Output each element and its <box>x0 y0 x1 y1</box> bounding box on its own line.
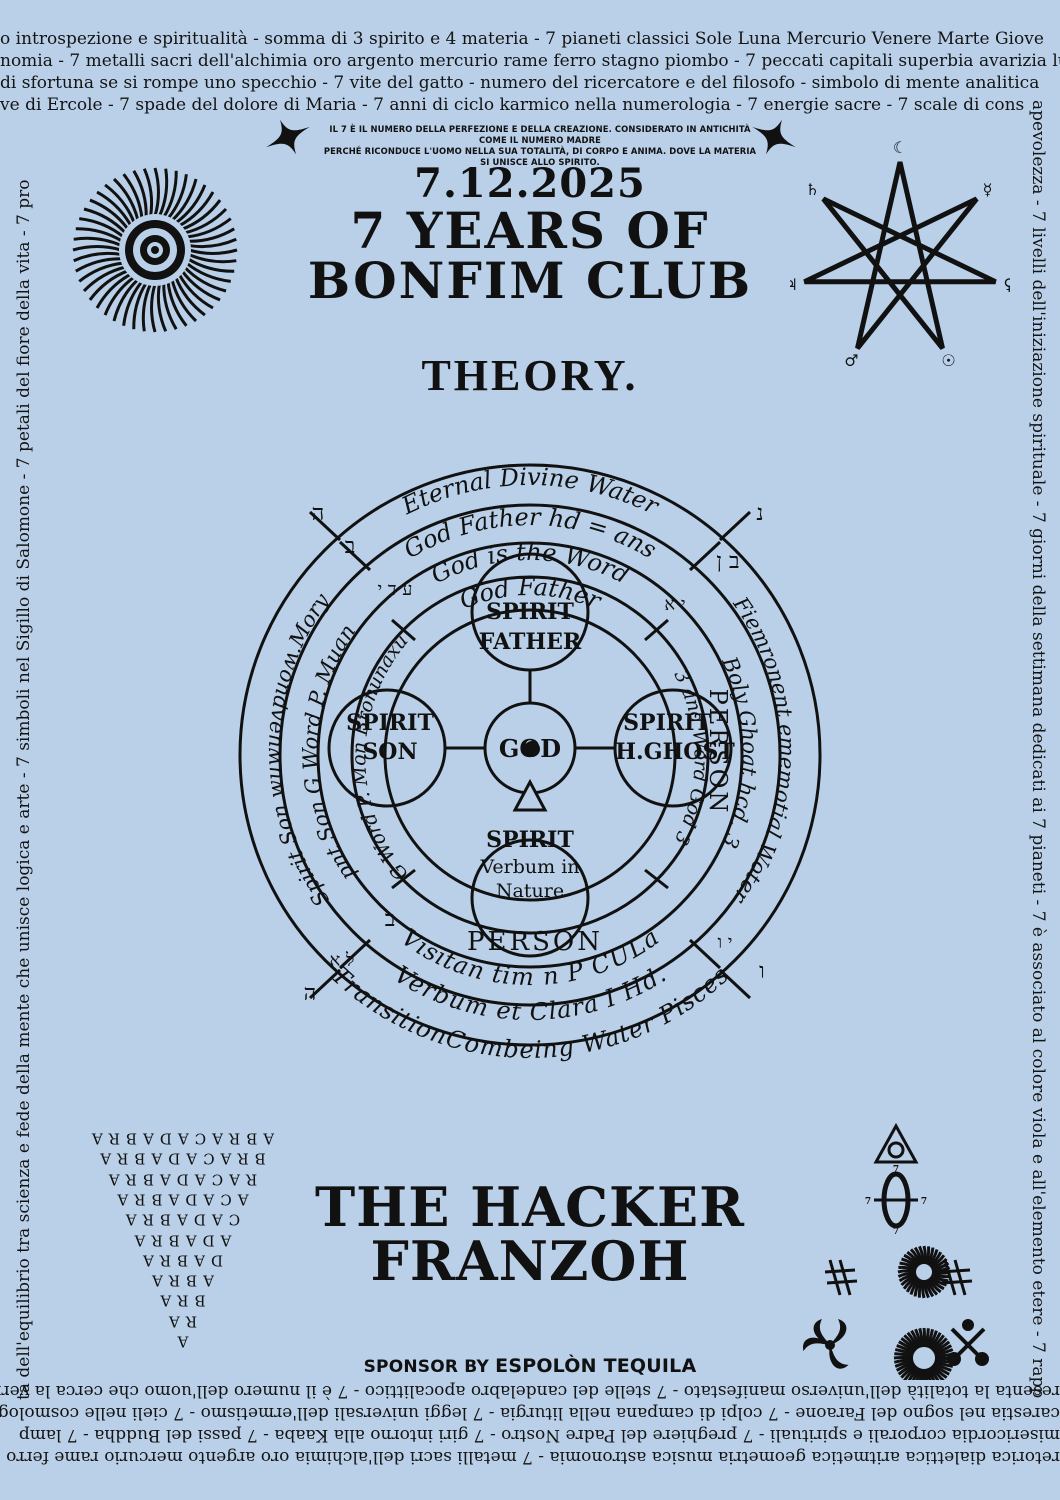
hash-sigil-right-icon <box>939 1259 973 1296</box>
event-date: 7.12.2025 <box>414 160 646 207</box>
intro-line-1: IL 7 È IL NUMERO DELLA PERFEZIONE E DELL… <box>329 124 751 145</box>
hebrew-glyph-11: ה <box>304 981 317 1006</box>
occult-symbols-cluster: 7 7 7 7 <box>803 1122 989 1380</box>
header-text-band-3: di sfortuna se si rompe uno specchio - 7… <box>0 73 1040 93</box>
hash-sigil-left-icon <box>824 1259 858 1296</box>
sponsor-line: SPONSOR BY ESPOLÒN TEQUILA <box>0 1355 1060 1377</box>
black-sun-icon <box>72 167 238 333</box>
spirit-hghost-line-2: H.GHOST <box>615 739 735 765</box>
seven-label-right: 7 <box>921 1197 927 1207</box>
spirit-father-line-2: FATHER <box>479 629 582 655</box>
header-text-band-2: nomia - 7 metalli sacri dell'alchimia or… <box>0 51 1060 71</box>
header-text-band-1: o introspezione e spiritualità - somma d… <box>0 29 1044 49</box>
person-right-label: PERSON <box>704 689 732 816</box>
planet-symbol: ☿ <box>983 180 993 199</box>
spirit-son-line-1: SPIRIT <box>346 710 434 736</box>
theory-diagram: Eternal Divine Water God Father hd = aпs… <box>238 463 822 1064</box>
intro-text: IL 7 È IL NUMERO DELLA PERFEZIONE E DELL… <box>320 124 760 168</box>
abra-row: ABRACADABRA <box>85 1129 275 1148</box>
planet-symbol: ☉ <box>941 351 955 370</box>
sparkle-star-right-icon <box>752 119 796 155</box>
headliner-line-2: FRANZOH <box>370 1229 690 1293</box>
planet-symbol: ♄ <box>805 180 819 199</box>
ring-2-left-text: Spirit Son wuwuəʌpuoʍ.Mory <box>261 588 335 911</box>
hebrew-glyph-8: ו <box>759 959 765 984</box>
footer-text-band-3: misericordia corporali e spirituali - 7 … <box>18 1425 1060 1445</box>
headliner-line-1: THE HACKER <box>314 1175 746 1239</box>
hebrew-glyph-3: ע ד י <box>377 579 412 600</box>
sparkle-star-left-icon <box>266 119 310 155</box>
header-text-band-4: ve di Ercole - 7 spade del dolore di Mar… <box>0 95 1025 115</box>
spirit-father-line-1: SPIRIT <box>486 599 574 625</box>
footer-text-band-2: carestia nel sogno del Faraone - 7 colpi… <box>0 1403 1060 1423</box>
planet-symbol: ☾ <box>893 140 907 157</box>
footer-text-band-1: resenta la totalità dell'universo manife… <box>0 1381 1060 1401</box>
spirit-bottom-line-2: Verbum in <box>479 856 579 878</box>
triskelion-icon <box>803 1319 849 1369</box>
planet-symbol: ♂ <box>844 351 858 370</box>
sponsor-prefix: SPONSOR BY <box>363 1357 496 1377</box>
hebrew-glyph-4: י א <box>664 594 685 615</box>
title-line-1: 7 YEARS OF <box>350 201 710 260</box>
hebrew-glyph-9: ל א <box>330 950 355 971</box>
abra-row: BRACADABRA <box>94 1149 266 1168</box>
sunburst-small-icon <box>897 1245 951 1299</box>
abra-row: RA <box>162 1311 198 1330</box>
intro-line-2: PERCHÉ RICONDUCE L'UOMO NELLA SUA TOTALI… <box>323 146 757 167</box>
hebrew-glyph-7: י ו <box>717 932 732 953</box>
planet-symbol: ♀ <box>1003 275 1010 294</box>
seven-label-left: 7 <box>865 1197 871 1207</box>
spirit-bottom-line-1: SPIRIT <box>486 827 574 853</box>
crossed-keys-icon <box>947 1319 989 1366</box>
heptagram-icon: ☾ ☿ ♀ ☉ ♂ ♃ ♄ <box>790 140 1010 370</box>
spirit-son-line-2: SON <box>362 739 417 765</box>
hebrew-glyph-10: ב <box>385 907 396 932</box>
hebrew-glyph-2: ב <box>345 534 356 559</box>
abra-row: BRA <box>154 1291 206 1310</box>
spirit-bottom-line-3: Nature <box>496 880 564 902</box>
title-line-2: BONFIM CLUB <box>307 251 753 310</box>
sunburst-large-icon <box>893 1327 955 1380</box>
spirit-hghost-line-1: SPIRIT <box>623 710 711 736</box>
seven-label-top: 7 <box>893 1165 899 1175</box>
event-title: 7 YEARS OF BONFIM CLUB <box>0 206 1060 306</box>
person-bottom-label: PERSON <box>467 927 603 957</box>
abra-row: A <box>171 1332 189 1351</box>
hebrew-glyph-5: ב ן <box>716 549 739 574</box>
theory-heading: THEORY. <box>421 351 639 400</box>
headliner: THE HACKER FRANZOH <box>0 1180 1060 1288</box>
seven-label-bottom: 7 <box>893 1227 899 1237</box>
hebrew-glyph-1: ה <box>312 501 325 526</box>
hebrew-glyph-6: נ <box>756 501 763 526</box>
planet-symbol: ♃ <box>790 275 798 294</box>
eye-triangle-icon <box>873 1122 919 1164</box>
sponsor-name: ESPOLÒN TEQUILA <box>495 1355 697 1377</box>
footer-text-band-4: retorica dialettica aritmetica geometria… <box>0 1447 1060 1467</box>
